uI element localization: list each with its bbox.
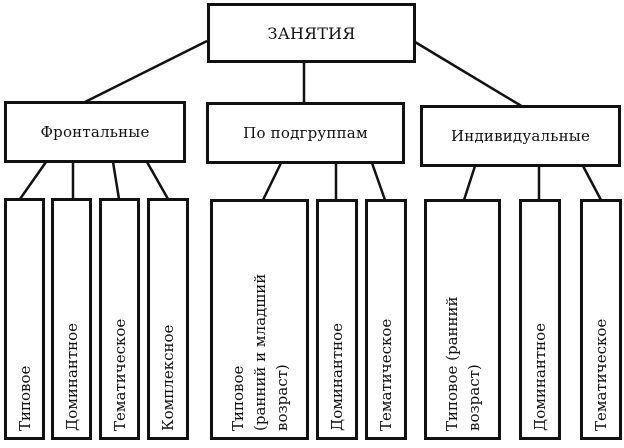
leaf-node: Комплексное <box>147 198 189 440</box>
leaf-label-line: Тематическое <box>377 318 395 431</box>
leaf-label-line: Доминантное <box>531 322 549 431</box>
connector-root-individual <box>414 40 524 109</box>
leaf-node: Доминантное <box>519 199 561 440</box>
group-node-subgroups: По подгруппам <box>206 102 405 164</box>
leaf-label-line: возраст) <box>464 364 483 431</box>
leaf-label: Комплексное <box>157 325 179 431</box>
leaf-node: Доминантное <box>51 198 92 440</box>
connector-frontal-3 <box>111 161 121 200</box>
leaf-label-line: Типовое <box>15 365 34 431</box>
leaf-node: Тематическое <box>99 198 140 440</box>
root-label: ЗАНЯТИЯ <box>267 23 356 43</box>
leaf-label: Доминантное <box>529 323 551 431</box>
group-node-frontal: Фронтальные <box>4 101 186 163</box>
leaf-label-line: возраст) <box>272 364 291 431</box>
connector-frontal-4 <box>145 161 170 200</box>
leaf-label: Доминантное <box>61 323 83 431</box>
leaf-node: Типовое <box>4 198 45 440</box>
connector-frontal-1 <box>18 161 48 200</box>
connector-subgroups-3 <box>370 162 387 201</box>
leaf-label-line: Тематическое <box>110 318 129 431</box>
leaf-label: Типовое (ранний и младший возраст) <box>227 274 293 431</box>
leaf-node: Доминантное <box>316 199 358 440</box>
root-node: ЗАНЯТИЯ <box>207 3 416 63</box>
leaf-label: Типовое (ранний возраст) <box>441 296 485 431</box>
leaf-label: Доминантное <box>326 323 348 431</box>
connector-individual-1 <box>462 165 477 201</box>
group-label: По подгруппам <box>243 124 368 142</box>
leaf-label: Типовое <box>14 366 36 431</box>
leaf-label-line: Доминантное <box>62 322 81 431</box>
group-label: Индивидуальные <box>450 127 591 145</box>
leaf-label-line: Типовое (ранний <box>442 296 461 431</box>
leaf-label: Тематическое <box>590 319 612 431</box>
leaf-label-line: Типовое <box>228 365 247 431</box>
leaf-label-line: (ранний и младший <box>250 273 269 431</box>
leaf-label: Тематическое <box>109 319 131 431</box>
leaf-node: Тематическое <box>580 199 622 440</box>
leaf-label-line: Тематическое <box>592 318 610 431</box>
group-node-individual: Индивидуальные <box>420 105 621 167</box>
connector-subgroups-1 <box>261 162 283 201</box>
leaf-label: Тематическое <box>375 319 397 431</box>
connector-individual-3 <box>581 165 603 201</box>
leaf-label-line: Комплексное <box>159 324 177 431</box>
leaf-node: Типовое (ранний возраст) <box>424 199 501 440</box>
leaf-node: Типовое (ранний и младший возраст) <box>210 199 309 440</box>
leaf-node: Тематическое <box>365 199 407 440</box>
connector-root-frontal <box>82 39 208 105</box>
group-label: Фронтальные <box>40 123 150 141</box>
leaf-label-line: Доминантное <box>328 322 346 431</box>
